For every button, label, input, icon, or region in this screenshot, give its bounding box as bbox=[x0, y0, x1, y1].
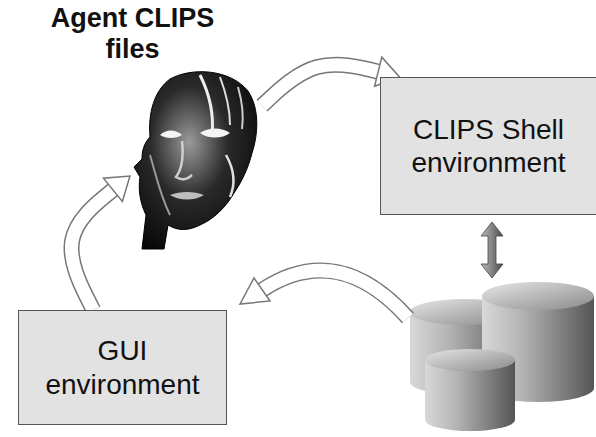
arrow-head bbox=[103, 176, 130, 202]
arrow-outline bbox=[72, 187, 117, 310]
head-illustration bbox=[130, 65, 262, 250]
double-arrow bbox=[481, 222, 503, 278]
arrow-body bbox=[262, 65, 382, 106]
arrow-body bbox=[72, 187, 117, 310]
node-label: GUI environment bbox=[29, 334, 216, 400]
gui-box: GUI environment bbox=[18, 310, 227, 425]
agent-head: Agent CLIPS files bbox=[130, 65, 262, 250]
database-cylinder bbox=[425, 349, 515, 431]
arrow-outline bbox=[262, 65, 382, 106]
node-label: CLIPS Shell environment bbox=[391, 113, 586, 179]
shell-box: CLIPS Shell environment bbox=[380, 77, 596, 215]
curved-arrow bbox=[262, 57, 400, 106]
curved-arrow bbox=[240, 270, 408, 318]
node-heading: Agent CLIPS files bbox=[25, 3, 240, 65]
curved-arrow bbox=[72, 176, 130, 310]
